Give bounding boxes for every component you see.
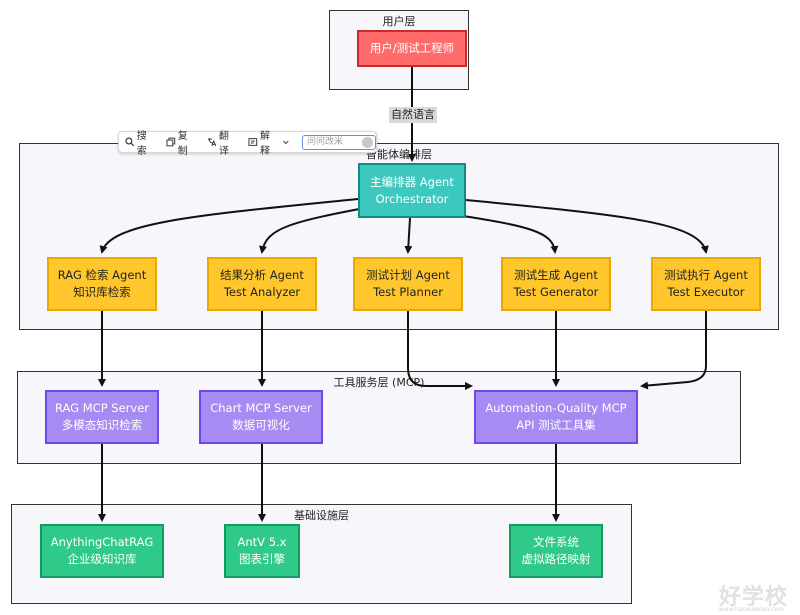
layer-infra-title: 基础设施层 [294,509,349,522]
node-rag-agent-line2: 知识库检索 [73,285,131,299]
edge-planner-aq-mcp [407,311,473,390]
node-orchestrator[interactable]: 主编排器 Agent Orchestrator [358,163,466,218]
search-icon [125,137,135,147]
node-aq-mcp-line2: API 测试工具集 [516,418,596,432]
node-rag-mcp-line2: 多模态知识检索 [61,418,143,432]
node-analyzer-line1: 结果分析 Agent [220,268,304,282]
ask-input-placeholder: 问问改米 [307,136,344,147]
explain-label: 解释 [259,131,270,157]
explain-icon [248,138,258,146]
node-analyzer[interactable]: 结果分析 Agent Test Analyzer [207,257,317,311]
node-chart-mcp[interactable]: Chart MCP Server 数据可视化 [199,390,323,444]
translate-icon [208,138,217,147]
node-rag-mcp[interactable]: RAG MCP Server 多模态知识检索 [45,390,159,444]
ask-input[interactable]: 问问改米 [302,134,377,150]
node-executor-line1: 测试执行 Agent [664,268,748,282]
node-aq-mcp[interactable]: Automation-Quality MCP API 测试工具集 [474,390,638,444]
node-rag-agent-line1: RAG 检索 Agent [57,268,147,282]
node-rag-mcp-line1: RAG MCP Server [54,401,149,415]
edge-orch-rag-agent [99,198,359,254]
node-planner-line2: Test Planner [373,285,443,299]
edge-orch-analyzer [259,205,376,254]
node-generator-line1: 测试生成 Agent [514,268,598,282]
node-antv[interactable]: AntV 5.x 图表引擎 [224,524,300,578]
node-generator-line2: Test Generator [513,285,599,299]
copy-icon [166,137,176,147]
explain-button[interactable]: 解释 [248,127,292,157]
translate-button[interactable]: 翻译 [207,127,238,157]
translate-label: 翻译 [218,131,229,157]
node-analyzer-line2: Test Analyzer [223,285,301,299]
chevron-down-icon [283,140,289,145]
node-fs-line1: 文件系统 [533,535,579,549]
node-planner-line1: 测试计划 Agent [366,268,450,282]
watermark-url: www.haoxuexiao.com [718,606,784,613]
edge-executor-aq-mcp [640,311,707,390]
node-fs-line2: 虚拟路径映射 [521,552,591,566]
node-antv-line1: AntV 5.x [237,535,287,549]
node-planner[interactable]: 测试计划 Agent Test Planner [353,257,463,311]
node-anything[interactable]: AnythingChatRAG 企业级知识库 [40,524,164,578]
search-label: 搜索 [136,131,147,157]
node-aq-mcp-line1: Automation-Quality MCP [485,401,627,415]
node-chart-mcp-line2: 数据可视化 [232,418,290,432]
selection-toolbar: 搜索 复制 翻译 解释 问问改米 [118,131,377,157]
watermark-logo: 好学校 [718,585,788,610]
node-orchestrator-line2: Orchestrator [375,191,449,206]
edge-label-natural-language: 自然语言 [389,107,437,123]
node-anything-line2: 企业级知识库 [67,552,137,566]
node-executor-line2: Test Executor [667,285,745,299]
node-fs[interactable]: 文件系统 虚拟路径映射 [509,524,603,578]
edge-orch-generator [449,213,559,254]
node-user[interactable]: 用户/测试工程师 [357,30,467,67]
search-button[interactable]: 搜索 [125,127,156,157]
layer-user-title: 用户层 [382,15,416,28]
copy-button[interactable]: 复制 [166,127,197,157]
node-rag-agent[interactable]: RAG 检索 Agent 知识库检索 [47,257,157,311]
node-executor[interactable]: 测试执行 Agent Test Executor [651,257,761,311]
node-orchestrator-line1: 主编排器 Agent [370,174,454,189]
node-antv-line2: 图表引擎 [239,552,285,566]
node-generator[interactable]: 测试生成 Agent Test Generator [501,257,611,311]
node-user-line1: 用户/测试工程师 [369,41,455,55]
send-icon[interactable] [362,136,374,148]
node-chart-mcp-line1: Chart MCP Server [210,401,312,415]
edge-orch-planner [404,217,413,254]
layer-mcp-title: 工具服务层 (MCP) [333,376,425,389]
node-anything-line1: AnythingChatRAG [50,535,154,549]
edge-orch-executor [465,199,709,254]
copy-label: 复制 [177,131,188,157]
